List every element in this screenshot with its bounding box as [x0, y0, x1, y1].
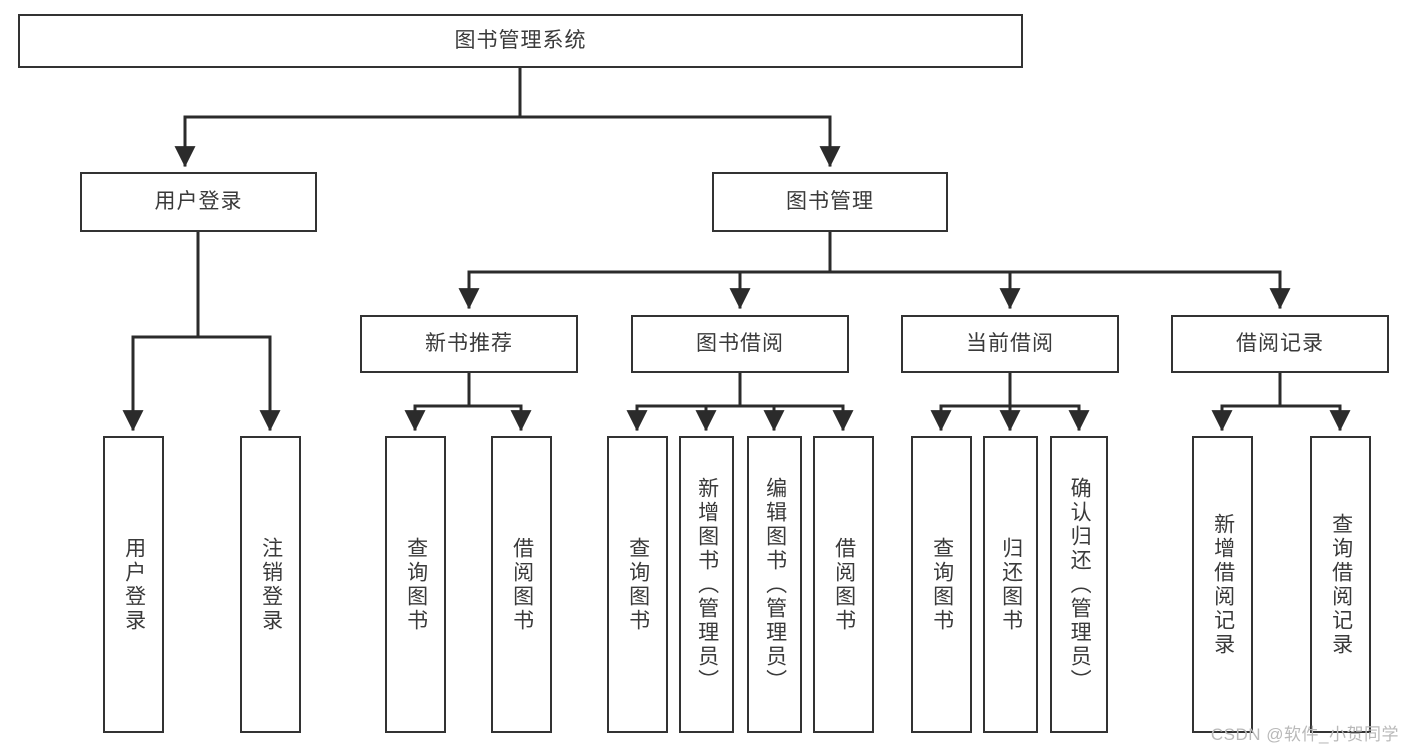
node-leaf-logout-login-label: 注销登录 — [259, 536, 283, 633]
node-leaf-query-book-borrow[interactable]: 查询图书 — [607, 436, 668, 733]
node-leaf-add-book-admin[interactable]: 新增图书（管理员） — [679, 436, 734, 733]
node-borrow-records-label: 借阅记录 — [1236, 332, 1324, 356]
node-borrow-records[interactable]: 借阅记录 — [1171, 315, 1389, 373]
node-leaf-user-login[interactable]: 用户登录 — [103, 436, 164, 733]
node-leaf-query-book-current[interactable]: 查询图书 — [911, 436, 972, 733]
node-leaf-query-book-current-label: 查询图书 — [930, 536, 954, 633]
node-leaf-borrow-book[interactable]: 借阅图书 — [813, 436, 874, 733]
node-leaf-user-login-label: 用户登录 — [122, 536, 146, 633]
node-leaf-query-book-borrow-label: 查询图书 — [626, 536, 650, 633]
node-leaf-edit-book-admin[interactable]: 编辑图书（管理员） — [747, 436, 802, 733]
node-new-book-recommend[interactable]: 新书推荐 — [360, 315, 578, 373]
node-leaf-confirm-return-admin-label: 确认归还（管理员） — [1068, 476, 1092, 693]
node-book-borrow[interactable]: 图书借阅 — [631, 315, 849, 373]
node-root-label: 图书管理系统 — [454, 29, 587, 53]
node-leaf-borrow-book-rec-label: 借阅图书 — [510, 536, 534, 633]
node-leaf-add-borrow-record[interactable]: 新增借阅记录 — [1192, 436, 1253, 733]
node-leaf-borrow-book-label: 借阅图书 — [832, 536, 856, 633]
node-book-management-label: 图书管理 — [786, 190, 874, 214]
node-leaf-query-book-rec[interactable]: 查询图书 — [385, 436, 446, 733]
node-root[interactable]: 图书管理系统 — [18, 14, 1023, 68]
node-user-login-label: 用户登录 — [154, 190, 243, 214]
node-new-book-recommend-label: 新书推荐 — [425, 332, 513, 356]
node-leaf-confirm-return-admin[interactable]: 确认归还（管理员） — [1050, 436, 1108, 733]
node-leaf-return-book[interactable]: 归还图书 — [983, 436, 1038, 733]
node-current-borrow-label: 当前借阅 — [966, 332, 1054, 356]
node-leaf-add-book-admin-label: 新增图书（管理员） — [695, 476, 719, 693]
node-leaf-add-borrow-record-label: 新增借阅记录 — [1211, 512, 1235, 657]
node-book-borrow-label: 图书借阅 — [696, 332, 784, 356]
node-leaf-query-borrow-record[interactable]: 查询借阅记录 — [1310, 436, 1371, 733]
node-leaf-query-book-rec-label: 查询图书 — [404, 536, 428, 633]
node-leaf-borrow-book-rec[interactable]: 借阅图书 — [491, 436, 552, 733]
node-leaf-query-borrow-record-label: 查询借阅记录 — [1329, 512, 1353, 657]
node-leaf-return-book-label: 归还图书 — [999, 536, 1023, 633]
node-leaf-logout-login[interactable]: 注销登录 — [240, 436, 301, 733]
node-user-login[interactable]: 用户登录 — [80, 172, 317, 232]
node-leaf-edit-book-admin-label: 编辑图书（管理员） — [763, 476, 787, 693]
node-current-borrow[interactable]: 当前借阅 — [901, 315, 1119, 373]
node-book-management[interactable]: 图书管理 — [712, 172, 948, 232]
